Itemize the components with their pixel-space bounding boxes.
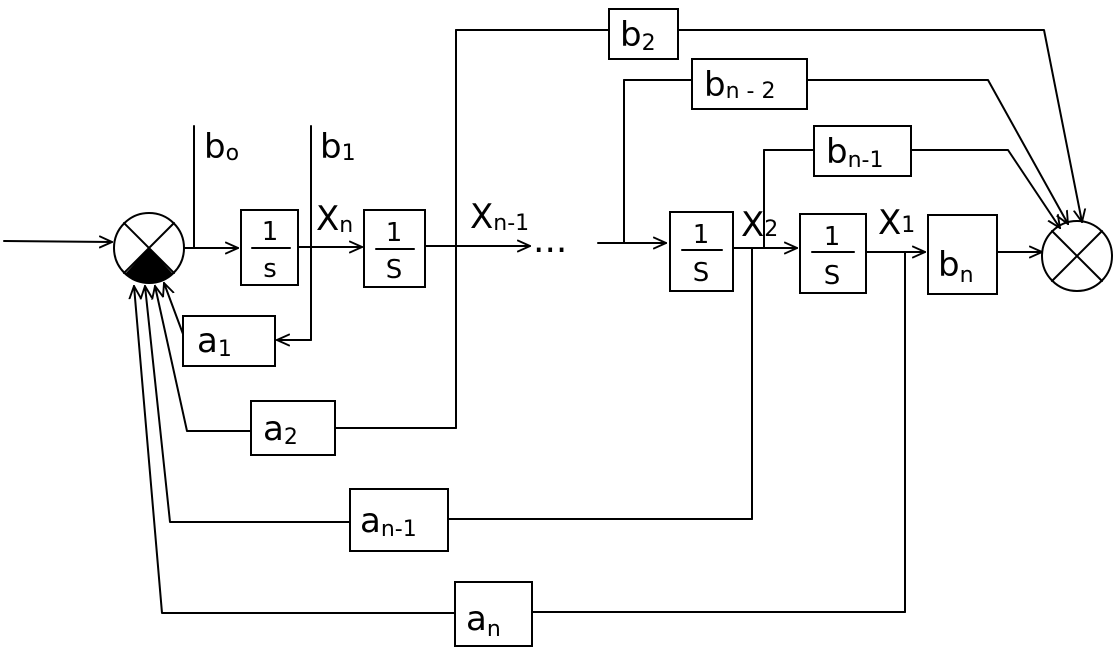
- b2-block: b2: [608, 8, 679, 60]
- bn-2-output-line: [806, 79, 1068, 224]
- an-label: an: [466, 599, 501, 642]
- ellipsis: ...: [533, 220, 567, 261]
- bn-1-label: bn-1: [826, 132, 883, 173]
- state-label-x1: X1: [878, 203, 915, 243]
- a2-block: a2: [250, 400, 336, 456]
- bn-2-block: bn - 2: [691, 58, 808, 110]
- integrator-block-1: 1 s: [240, 209, 299, 286]
- summing-junction-left: [113, 212, 185, 284]
- an-1-block: an-1: [349, 488, 449, 552]
- b1-label: b1: [320, 127, 356, 167]
- integrator-denominator: S: [693, 258, 710, 288]
- an-1-label: an-1: [360, 501, 417, 542]
- integrator-denominator: s: [263, 254, 277, 284]
- an-1-output-line: [145, 286, 351, 523]
- bn-1-output-line: [910, 149, 1060, 228]
- integrator-numerator: 1: [824, 222, 841, 252]
- bn-1-block: bn-1: [813, 125, 912, 177]
- an-block: an: [454, 581, 533, 647]
- integrator-denominator: S: [386, 255, 403, 285]
- a2-output-line: [155, 286, 252, 432]
- input-line: [3, 241, 112, 242]
- integrator-block-3: 1 S: [669, 211, 734, 292]
- integrator-numerator: 1: [386, 218, 403, 248]
- an-output-line: [134, 286, 456, 614]
- integrator-block-4: 1 S: [799, 213, 867, 294]
- bn-label: bn: [938, 245, 974, 288]
- integrator-numerator: 1: [693, 220, 710, 250]
- b0-label: bo: [204, 127, 239, 167]
- state-label-x2: X2: [741, 205, 778, 245]
- bn-2-label: bn - 2: [704, 65, 775, 105]
- state-label-xn-1: Xn-1: [470, 197, 529, 237]
- a1-label: a1: [197, 321, 232, 362]
- summing-junction-right: [1041, 220, 1113, 292]
- a1-output-line: [164, 283, 184, 337]
- b2-output-line: [677, 29, 1082, 222]
- a2-label: a2: [263, 409, 298, 450]
- b2-label: b2: [620, 15, 656, 56]
- bn-block: bn: [927, 214, 998, 295]
- integrator-block-2: 1 S: [363, 209, 426, 288]
- state-label-xn: Xn: [316, 199, 353, 239]
- integrator-numerator: 1: [262, 217, 279, 247]
- integrator-denominator: S: [824, 261, 841, 291]
- a1-block: a1: [182, 315, 276, 367]
